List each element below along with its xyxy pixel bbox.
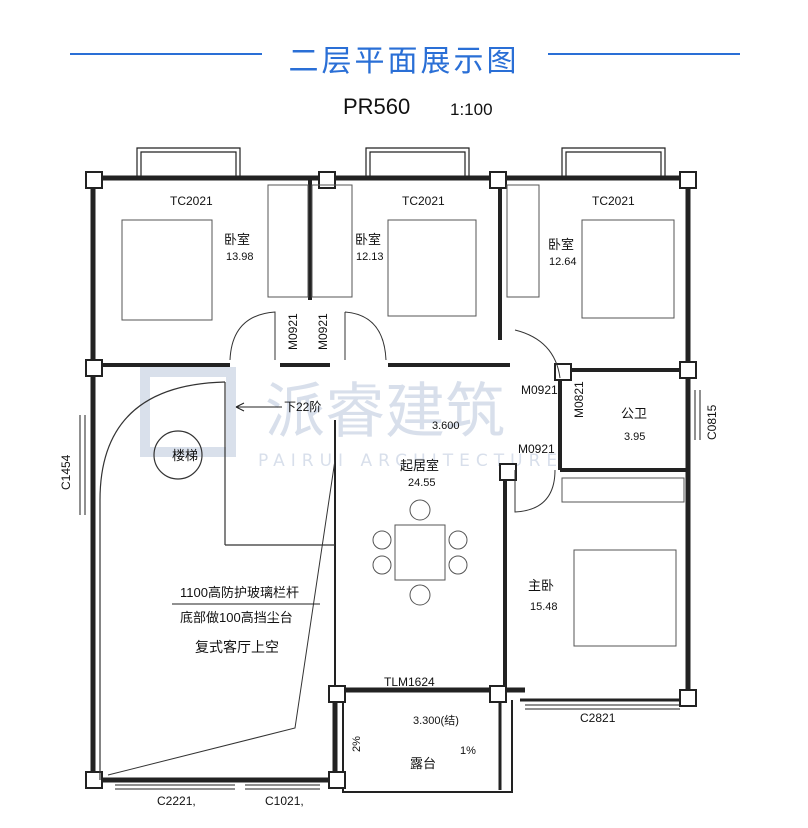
dim-bottom: 3.300(结) xyxy=(413,714,459,727)
slope-left: 2% xyxy=(351,736,363,752)
living-name: 起居室 xyxy=(400,458,439,473)
plan-code: PR560 xyxy=(343,94,411,119)
door-swings xyxy=(229,311,561,513)
door-m2: M0921 xyxy=(316,313,330,350)
balconies xyxy=(136,147,666,178)
master-name: 主卧 xyxy=(528,578,554,593)
window-c0815: C0815 xyxy=(705,404,719,440)
stairs-name: 楼梯 xyxy=(172,448,198,463)
wardrobes xyxy=(267,184,685,503)
window-c1021: C1021, xyxy=(265,794,304,808)
door-m3: M0921 xyxy=(521,383,558,397)
door-m5: M0921 xyxy=(518,442,555,456)
columns xyxy=(85,171,697,789)
window-tc3: TC2021 xyxy=(592,194,635,208)
beds xyxy=(121,219,677,647)
plan-scale: 1:100 xyxy=(450,100,493,119)
living-area: 24.55 xyxy=(408,477,436,489)
window-tc1: TC2021 xyxy=(170,194,213,208)
watermark-en: PAIRUI ARCHITECTURE xyxy=(258,451,563,471)
bedroom2-area: 12.13 xyxy=(356,251,384,263)
bath-area: 3.95 xyxy=(624,431,645,443)
stairs-down-note: 下22阶 xyxy=(284,400,321,414)
window-tc2: TC2021 xyxy=(402,194,445,208)
terrace-name: 露台 xyxy=(410,756,436,771)
void-note: 复式客厅上空 xyxy=(195,639,279,655)
dining-table xyxy=(372,499,468,606)
spiral-stair xyxy=(99,381,335,780)
watermark-cn: 派睿建筑 xyxy=(265,377,505,447)
page-title: 二层平面展示图 xyxy=(288,44,520,79)
watermark: 派睿建筑 PAIRUI ARCHITECTURE xyxy=(140,367,563,471)
rail-note-2: 底部做100高挡尘台 xyxy=(180,610,293,625)
master-area: 15.48 xyxy=(530,601,558,613)
stairs-arrow xyxy=(235,402,282,412)
door-m4: M0821 xyxy=(572,381,586,418)
walls xyxy=(79,175,701,793)
bedroom2-name: 卧室 xyxy=(355,232,381,247)
slope-right: 1% xyxy=(460,745,476,757)
void-boundary xyxy=(107,459,336,776)
window-c2221: C2221, xyxy=(157,794,196,808)
bath-name: 公卫 xyxy=(621,406,647,421)
bedroom1-name: 卧室 xyxy=(224,232,250,247)
window-c1454: C1454 xyxy=(59,454,73,490)
window-tlm1624: TLM1624 xyxy=(384,675,435,689)
bedroom3-name: 卧室 xyxy=(548,237,574,252)
rail-note-1: 1100高防护玻璃栏杆 xyxy=(180,585,299,600)
door-m1: M0921 xyxy=(286,313,300,350)
dim-top: 3.600 xyxy=(432,420,460,432)
bedroom1-area: 13.98 xyxy=(226,251,254,263)
bedroom3-area: 12.64 xyxy=(549,256,577,268)
window-c2821: C2821 xyxy=(580,711,616,725)
